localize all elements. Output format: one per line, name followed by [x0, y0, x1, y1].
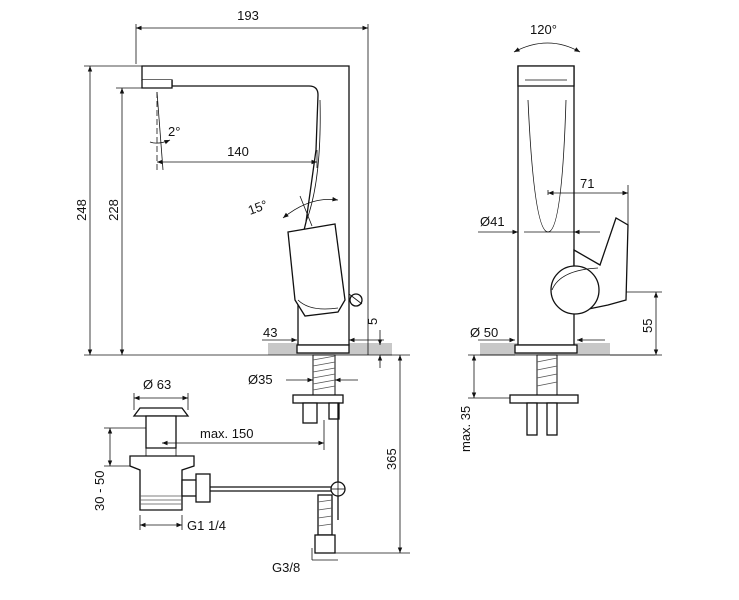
dim-supply-thread: G3/8: [272, 560, 300, 575]
pop-up-drain: Ø 63 max. 150 30 - 50 G1 1/4 365 G3/8: [92, 354, 410, 575]
dim-lever-reach: 71: [580, 176, 594, 191]
dim-body-dia: Ø41: [480, 214, 505, 229]
dim-width: 193: [237, 8, 259, 23]
dim-height-total: 248: [74, 199, 89, 221]
dim-drain-top-dia: Ø 63: [143, 377, 171, 392]
dim-height-spout: 228: [106, 199, 121, 221]
dim-rod-reach: max. 150: [200, 426, 253, 441]
dim-base-gap: 5: [365, 318, 380, 325]
dim-depth-range: 30 - 50: [92, 471, 107, 511]
side-view: 193 248 228 2° 140 15° 43 5 Ø3: [74, 8, 392, 424]
dim-lever-angle: 15°: [246, 197, 270, 218]
spout-outlet: [141, 80, 173, 89]
front-view: 120° 71 Ø41 Ø 50 55 max. 35: [458, 22, 662, 452]
dim-spout-reach: 140: [227, 144, 249, 159]
dim-drain-thread: G1 1/4: [187, 518, 226, 533]
dim-supply-length: 365: [384, 448, 399, 470]
dim-lever-height: 55: [640, 319, 655, 333]
dim-hole-dia: Ø35: [248, 372, 273, 387]
lever-handle: [287, 223, 346, 317]
dim-base-offset: 43: [263, 325, 277, 340]
dim-max-thickness: max. 35: [458, 406, 473, 452]
dim-spout-angle: 2°: [168, 124, 180, 139]
dim-rotation: 120°: [530, 22, 557, 37]
dim-base-dia: Ø 50: [470, 325, 498, 340]
